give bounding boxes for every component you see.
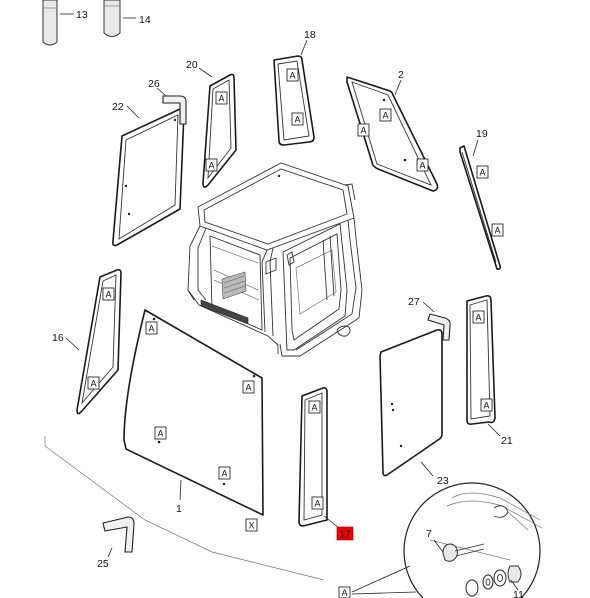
leader-1 (179, 479, 182, 501)
leader-18 (300, 39, 308, 56)
leader-11 (510, 579, 519, 591)
leader-23 (420, 461, 434, 477)
part-number-21: 21 (501, 435, 513, 447)
cab-body (187, 162, 363, 357)
detail-a-circle (403, 482, 543, 598)
leader-7 (433, 539, 444, 553)
part-number-1: 1 (176, 503, 182, 515)
part-number-27: 27 (408, 296, 420, 308)
bracket-lines (44, 436, 325, 581)
label-a-glass-21-bottom: A (484, 401, 490, 411)
glass-19 (459, 145, 501, 270)
part-number-25: 25 (97, 558, 109, 570)
label-a-glass-20-top: A (219, 94, 225, 104)
label-a-glass-17-bottom: A (315, 499, 321, 509)
label-a-glass-19-top: A (480, 168, 486, 178)
label-a-glass-19-bottom: A (495, 226, 501, 236)
label-x-windshield: X (249, 521, 255, 531)
leader-2 (394, 79, 402, 96)
label-a-glass-18-bottom: A (295, 115, 301, 125)
label-a-glass-21-top: A (476, 313, 482, 323)
leader-22 (126, 105, 140, 119)
label-a-glass-2-top: A (383, 111, 389, 121)
handle-25 (102, 516, 135, 553)
leader-21 (487, 423, 501, 437)
glass-23 (379, 329, 443, 477)
part-number-20: 20 (186, 59, 198, 71)
leader-16 (65, 337, 80, 351)
label-a-glass-20-bottom: A (209, 161, 215, 171)
glass-20 (202, 73, 237, 188)
leader-26 (156, 87, 167, 97)
label-a-glass-17-top: A (312, 403, 318, 413)
handle-27 (427, 313, 451, 341)
leader-25 (107, 547, 113, 558)
leader-27 (422, 301, 435, 313)
label-a-glass-2-left: A (361, 126, 367, 136)
label-a-detail: A (342, 588, 348, 598)
part-number-17: 17 (340, 530, 352, 541)
part-number-23: 23 (437, 475, 449, 487)
leader-20 (198, 67, 213, 78)
part-number-26: 26 (148, 78, 160, 90)
part-number-19: 19 (476, 128, 488, 140)
callout-line-a-lower (351, 591, 417, 595)
part-number-16: 16 (52, 332, 64, 344)
part-number-7: 7 (426, 528, 432, 540)
label-a-glass-16-bottom: A (91, 379, 97, 389)
leader-19 (472, 139, 479, 157)
glass-16 (76, 269, 122, 415)
label-a-windshield-bottom: A (222, 469, 228, 479)
label-a-glass-2-bottom: A (420, 161, 426, 171)
part-number-2: 2 (398, 69, 404, 81)
pin-13 (42, 0, 58, 46)
part-number-18: 18 (304, 29, 316, 41)
glass-22 (112, 107, 185, 247)
part-number-11: 11 (513, 589, 524, 598)
handle-26 (162, 95, 187, 125)
callout-line-a-upper (351, 565, 411, 593)
label-a-windshield-center: A (158, 429, 164, 439)
glass-17 (298, 387, 328, 527)
glass-2 (346, 76, 439, 192)
part-number-13: 13 (76, 9, 88, 21)
pin-14 (103, 0, 121, 37)
glass-21 (466, 295, 496, 425)
label-a-glass-16-top: A (106, 290, 112, 300)
part-number-17-highlight (336, 526, 354, 541)
leader-17 (323, 515, 340, 529)
label-a-windshield-right: A (246, 383, 252, 393)
windshield-1 (123, 309, 264, 516)
part-number-22: 22 (112, 101, 124, 113)
label-a-windshield-top: A (149, 324, 155, 334)
part-number-14: 14 (139, 14, 151, 26)
label-a-glass-18-top: A (290, 71, 296, 81)
